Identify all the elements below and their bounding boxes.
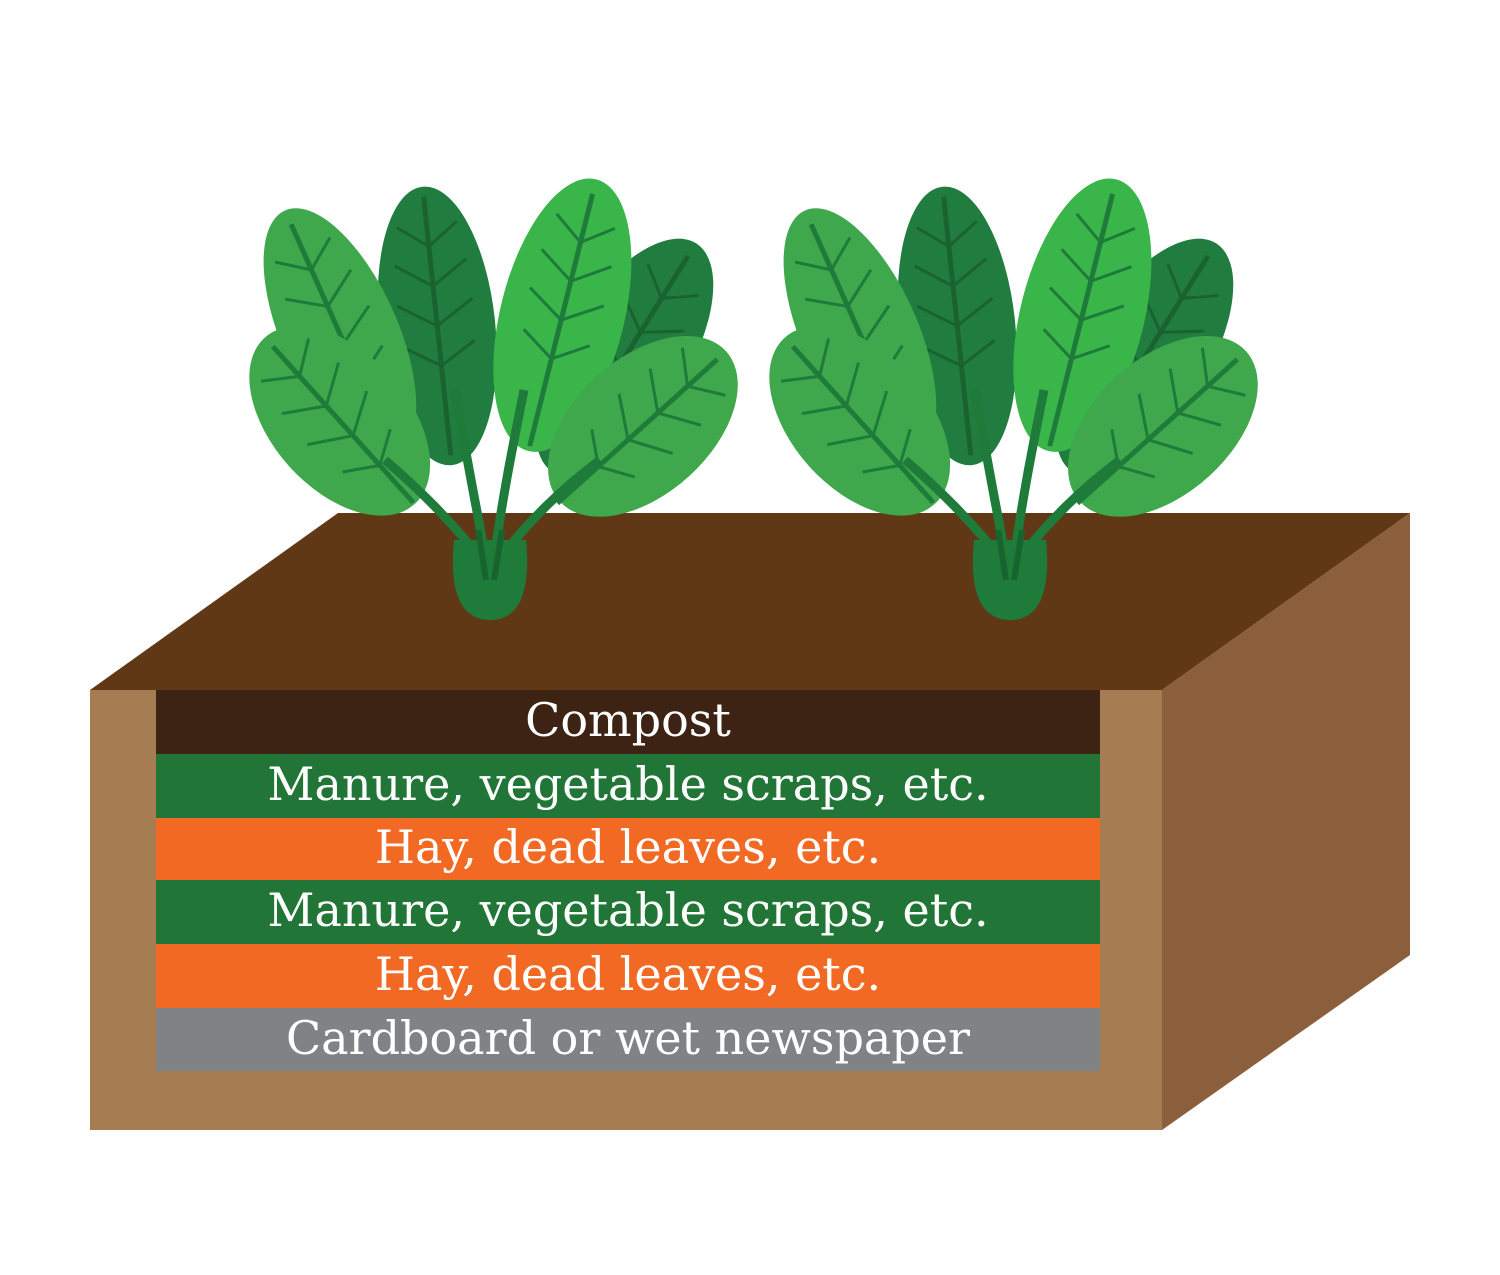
soil-top-surface: [90, 513, 1410, 690]
layer-label: Compost: [525, 693, 731, 747]
layer-label: Cardboard or wet newspaper: [285, 1010, 971, 1065]
layer-cardboard: Cardboard or wet newspaper: [156, 1008, 1100, 1071]
layer-label: Hay, dead leaves, etc.: [374, 947, 882, 1001]
layer-label: Manure, vegetable scraps, etc.: [267, 883, 989, 937]
layer-label: Manure, vegetable scraps, etc.: [267, 757, 989, 811]
layer-label: Hay, dead leaves, etc.: [374, 820, 882, 874]
layer-manure-2: Manure, vegetable scraps, etc.: [156, 880, 1100, 944]
layer-manure-1: Manure, vegetable scraps, etc.: [156, 754, 1100, 818]
layer-compost: Compost: [156, 690, 1100, 754]
layer-hay-2: Hay, dead leaves, etc.: [156, 944, 1100, 1008]
bed-side-face: [1162, 513, 1410, 1130]
layer-hay-1: Hay, dead leaves, etc.: [156, 818, 1100, 880]
